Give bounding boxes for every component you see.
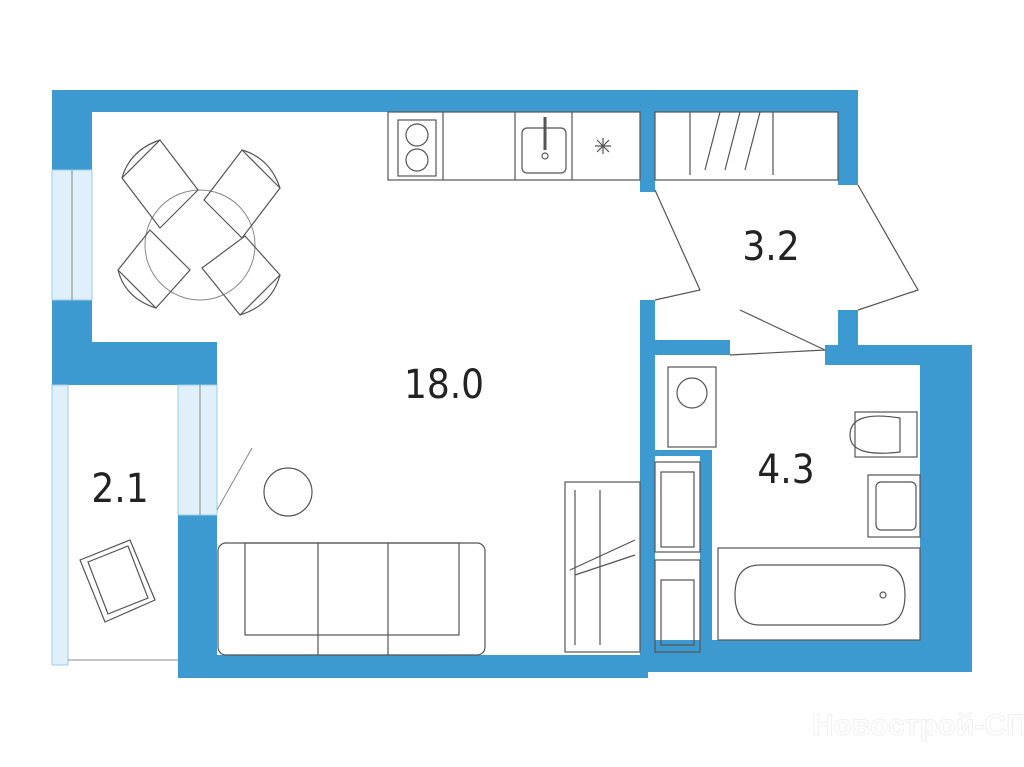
bathroom-fixtures [667, 366, 921, 641]
room-area-bathroom: 4.3 [757, 447, 814, 493]
walls [52, 90, 972, 678]
room-area-hall: 3.2 [742, 224, 799, 270]
balcony-chair [79, 539, 156, 623]
kitchen-counter [387, 111, 641, 181]
hall-fixtures [654, 111, 919, 356]
wardrobes [564, 461, 701, 653]
sofa [217, 467, 486, 656]
windows [51, 169, 253, 666]
watermark: Новострой-СПб [812, 709, 1024, 742]
dining-table [117, 139, 281, 316]
room-area-living: 18.0 [404, 362, 484, 408]
room-area-balcony: 2.1 [91, 466, 148, 512]
